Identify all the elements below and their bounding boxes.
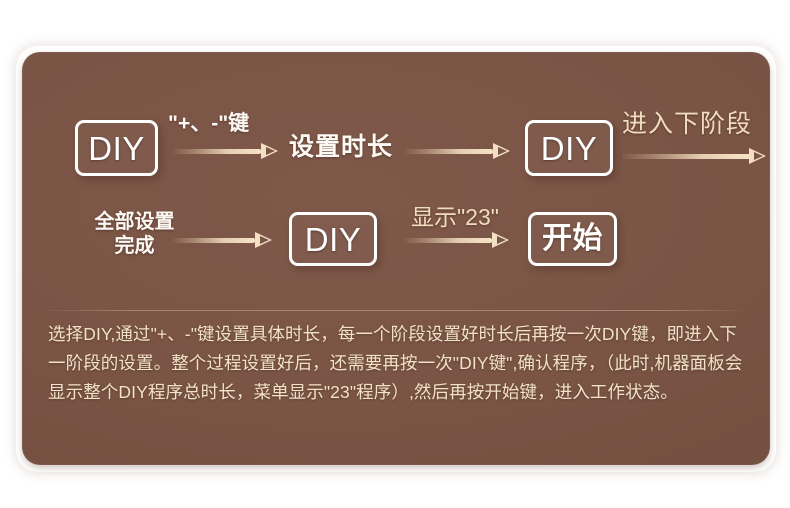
label-all-settings-complete: 全部设置 完成 [94,211,175,258]
key-box-label: DIY [540,129,598,167]
key-box-label: DIY [304,220,362,258]
arrow-row2-2 [404,232,509,249]
arrow-shaft [405,149,493,154]
instruction-card: DIY "+、-"键 设置时长 DIY 进入下阶段 全部设置 完成 DIY [22,52,770,465]
arrow-head-inner [260,236,269,244]
label-enter-next-stage: 进入下阶段 [622,110,753,138]
label-set-duration: 设置时长 [289,133,394,161]
arrow-label-plus-minus-key: "+、-"键 [168,112,250,135]
arrow-head-inner [497,236,506,244]
arrow-row1-3 [622,148,766,165]
arrow-shaft [404,238,492,243]
arrow-head-inner [266,147,275,155]
key-box-label: 开始 [542,222,603,255]
arrow-shaft [172,238,255,243]
key-box-diy-row1-start[interactable]: DIY [75,120,158,176]
key-box-start[interactable]: 开始 [528,212,617,266]
arrow-row1-1 [173,143,278,160]
arrow-row2-1 [172,232,272,249]
section-divider [48,310,742,311]
key-box-diy-row2[interactable]: DIY [289,212,377,266]
label-display-23: 显示"23" [411,204,499,230]
description-paragraph: 选择DIY,通过"+、-"键设置具体时长，每一个阶段设置好时长后再按一次DIY键… [48,324,743,402]
arrow-head-inner [498,147,507,155]
key-box-label: DIY [88,129,145,167]
arrow-shaft [622,154,750,159]
arrow-shaft [173,149,261,154]
arrow-head-inner [754,152,763,160]
arrow-row1-2 [405,143,510,160]
key-box-diy-row1-mid[interactable]: DIY [525,120,613,176]
